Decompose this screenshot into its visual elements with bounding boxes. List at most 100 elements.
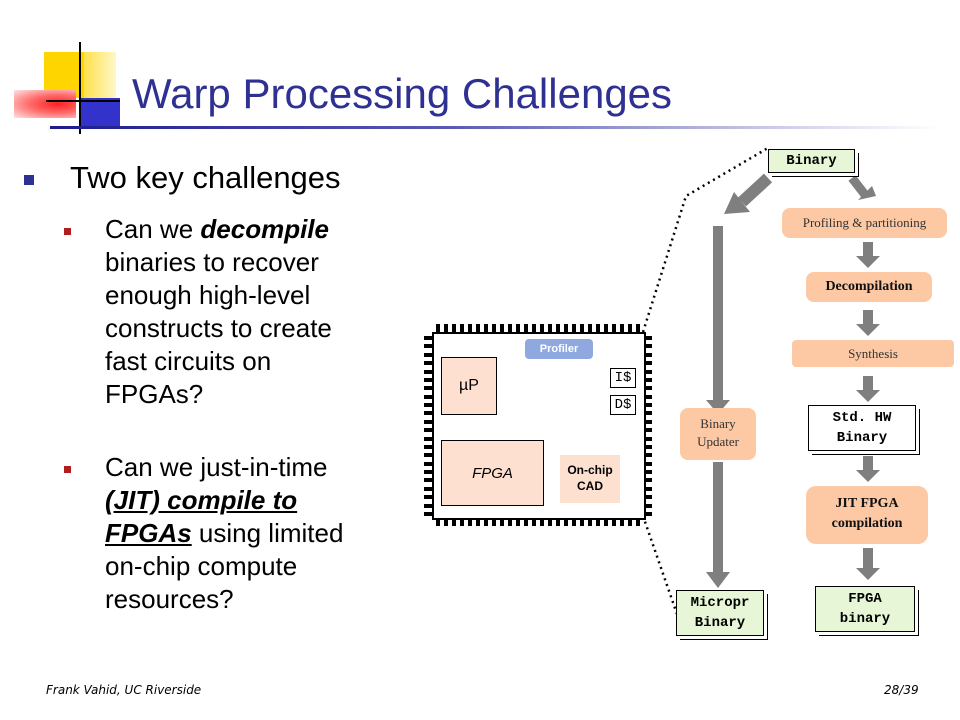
chip-pin — [516, 518, 520, 526]
chip-pin — [444, 324, 448, 332]
chip-pin — [620, 518, 624, 526]
chip-pin — [540, 324, 544, 332]
chip-pin — [424, 511, 432, 516]
chip-pin — [644, 352, 652, 357]
chip-pin — [644, 377, 652, 382]
micro-binary-label-line1: Micropr — [690, 595, 750, 611]
chip-pin — [612, 324, 616, 332]
chip-pin — [644, 386, 652, 391]
microprocessor-label: µP — [459, 377, 479, 394]
profiler-label: Profiler — [539, 343, 579, 355]
microprocessor-block: µP — [441, 357, 497, 415]
profiling-partitioning-step: Profiling & partitioning — [782, 208, 947, 238]
text: binaries to recover — [105, 247, 319, 277]
chip-pin — [556, 324, 560, 332]
chip-pin — [484, 324, 488, 332]
chip-pin — [424, 419, 432, 424]
chip-pin — [424, 403, 432, 407]
chip-pin — [628, 518, 632, 526]
footer-author: Frank Vahid, UC Riverside — [46, 683, 202, 697]
chip-pin — [468, 518, 472, 526]
bullet-marker — [24, 175, 34, 185]
chip-pin — [612, 518, 616, 526]
chip-pin — [596, 518, 600, 526]
chip-pin — [452, 518, 456, 526]
chip-pin — [644, 428, 652, 433]
std-hw-label-line1: Std. HW — [832, 410, 892, 426]
cad-label-line1: On-chip — [567, 463, 613, 477]
chip-pin — [644, 478, 652, 483]
chip-pin — [424, 377, 432, 382]
chip-pin — [424, 503, 432, 508]
emphasis-decompile: decompile — [200, 214, 329, 244]
chip-pin — [644, 444, 652, 449]
chip-pin — [460, 518, 464, 526]
title-underline — [50, 126, 940, 129]
chip-pin — [468, 324, 472, 332]
chip-pin — [564, 324, 568, 332]
fpga-label: FPGA — [472, 464, 513, 482]
chip-pin — [500, 518, 504, 526]
chip-pin — [580, 324, 584, 332]
dcache-block: D$ — [610, 395, 636, 415]
binary-label: Binary — [786, 153, 837, 169]
binary-updater-step: Binary Updater — [680, 408, 756, 460]
decompilation-step: Decompilation — [806, 272, 932, 302]
text: on-chip compute — [105, 551, 298, 581]
chip-pin — [424, 369, 432, 374]
sub-bullet-marker — [64, 466, 71, 473]
chip-pin — [540, 518, 544, 526]
chip-pin — [604, 324, 608, 332]
chip-pin — [644, 503, 652, 508]
emphasis-jit: (JIT) compile to — [105, 485, 298, 515]
chip-pin — [644, 453, 652, 458]
text: resources? — [105, 584, 234, 614]
chip-pin — [460, 324, 464, 332]
arrow-binary-to-updater — [737, 173, 773, 207]
chip-pin — [424, 344, 432, 349]
chip-pin — [644, 361, 652, 366]
chip-pin — [644, 336, 652, 340]
chip-pin — [636, 518, 640, 526]
fpga-block: FPGA — [441, 440, 544, 506]
chip-pin — [424, 411, 432, 416]
updater-label-line2: Updater — [697, 434, 739, 449]
chip-pin — [476, 324, 480, 332]
chip-pin — [492, 518, 496, 526]
slide-title: Warp Processing Challenges — [132, 70, 673, 117]
chip-pin — [564, 518, 568, 526]
chip-pin — [532, 324, 536, 332]
cad-label-line2: CAD — [577, 479, 603, 493]
chip-pin — [500, 324, 504, 332]
chip-pin — [508, 324, 512, 332]
text: Can we just-in-time — [105, 452, 328, 482]
chip-pin — [556, 518, 560, 526]
synthesis-step: Synthesis — [792, 340, 954, 367]
chip-pin — [424, 461, 432, 466]
chip-pin — [524, 324, 528, 332]
chip-pin — [508, 518, 512, 526]
chip-pin — [524, 518, 528, 526]
chip-pin — [476, 518, 480, 526]
binary-doc: Binary — [768, 149, 855, 173]
fpga-binary-doc: FPGA binary — [815, 586, 915, 632]
chip-pin — [644, 394, 652, 399]
decompilation-label: Decompilation — [825, 279, 913, 294]
text: FPGAs? — [105, 379, 204, 409]
chip-pin — [452, 324, 456, 332]
chip-pins-bottom — [436, 518, 640, 526]
text: constructs to create — [105, 313, 332, 343]
chip-pin — [604, 518, 608, 526]
jit-fpga-compilation-step: JIT FPGA compilation — [806, 486, 928, 544]
chip-pin — [644, 419, 652, 424]
profiler-block: Profiler — [525, 339, 593, 359]
chip-pin — [644, 403, 652, 407]
microprocessor-binary-doc: Micropr Binary — [676, 590, 764, 636]
text: fast circuits on — [105, 346, 272, 376]
std-hw-binary-doc: Std. HW Binary — [808, 405, 916, 451]
chip-pin — [484, 518, 488, 526]
chip-pin — [424, 336, 432, 340]
chip-pin — [644, 470, 652, 474]
sub-bullet-jit: Can we just-in-time (JIT) compile to FPG… — [105, 451, 405, 616]
onchip-cad-block: On-chip CAD — [560, 455, 620, 503]
